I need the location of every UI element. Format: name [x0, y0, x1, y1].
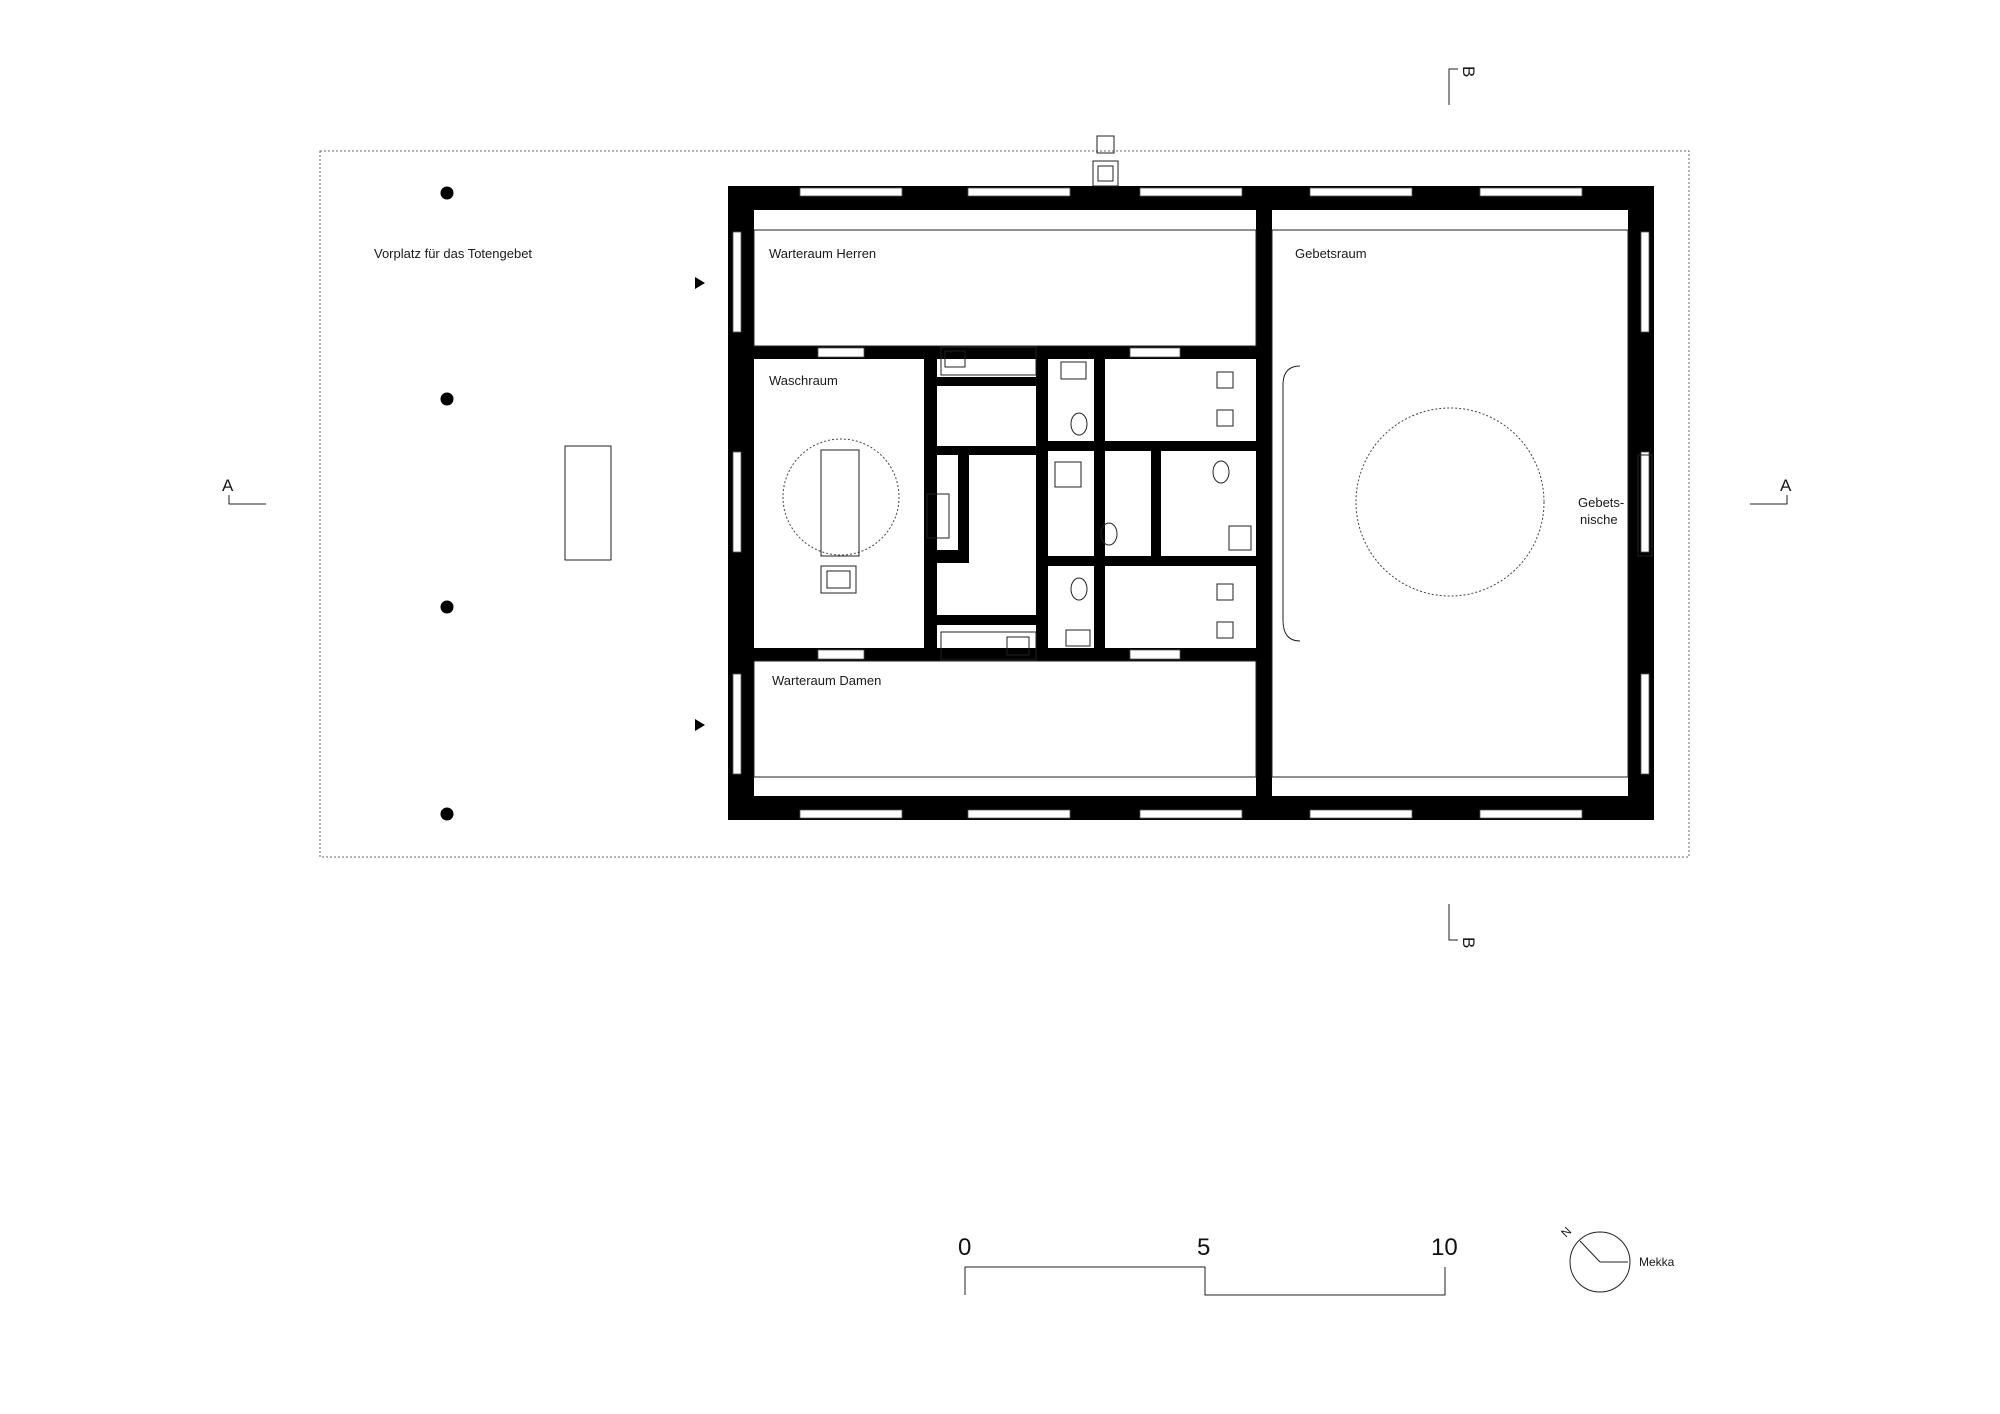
sink-2 [940, 631, 1037, 661]
entrance-arrow-damen-icon [695, 719, 705, 731]
scale-label-10: 10 [1431, 1234, 1458, 1261]
section-marker-b-top: B [1448, 66, 1478, 105]
sq-3 [1216, 583, 1234, 601]
scale-bar: 0 5 10 [958, 1234, 1458, 1296]
sq-1 [1216, 371, 1234, 389]
entrance-arrow-herren-icon [695, 277, 705, 289]
toilets [1054, 361, 1252, 647]
vent-inner [1097, 165, 1114, 182]
internal-openings [817, 347, 1181, 660]
label-gebetsnische-2: nische [1580, 512, 1618, 527]
windows-top [799, 187, 1583, 197]
section-b-top-label: B [1459, 66, 1478, 77]
column-1 [440, 186, 454, 200]
wc-basin-2 [1054, 461, 1082, 488]
scale-label-0: 0 [958, 1234, 971, 1261]
wash-basin-inner [826, 570, 851, 589]
wc-2 [1100, 522, 1118, 546]
section-marker-a-left: A [222, 476, 266, 505]
section-b-bottom-label: B [1459, 937, 1478, 948]
sink-2-inner [1006, 636, 1030, 656]
label-gebetsnische-1: Gebets- [1578, 495, 1624, 510]
vent-top [1096, 135, 1115, 154]
windows-bottom [799, 809, 1583, 819]
windows-left [732, 231, 742, 775]
section-marker-b-bottom: B [1448, 904, 1478, 948]
windows-right [1640, 231, 1650, 775]
section-a-right-label: A [1780, 476, 1792, 495]
minbar-outline [1282, 365, 1301, 642]
compass-icon: N Mekka [1558, 1224, 1675, 1293]
forecourt-columns [440, 186, 454, 821]
gebetsraum-circle [1355, 407, 1545, 597]
column-3 [440, 600, 454, 614]
compass-mecca-label: Mekka [1639, 1255, 1675, 1269]
sq-2 [1216, 409, 1234, 427]
compass-north-label: N [1558, 1224, 1574, 1240]
site-boundary [319, 150, 1690, 858]
shelf [926, 493, 950, 539]
gebetsnische-recess [1637, 454, 1653, 557]
section-a-left-label: A [222, 476, 234, 495]
scale-label-5: 5 [1197, 1234, 1210, 1261]
waschraum-circle [782, 438, 900, 556]
section-marker-a-right: A [1750, 476, 1792, 505]
bier-table [564, 445, 612, 561]
wc-4 [1070, 577, 1088, 601]
label-waschraum: Waschraum [769, 373, 838, 388]
building-walls [728, 186, 1654, 820]
wc-basin-3 [1228, 525, 1252, 551]
gebetsraum-outline [1271, 229, 1629, 778]
washing-table [820, 449, 860, 557]
vent-outer [1092, 160, 1119, 187]
wc-basin-4 [1065, 629, 1091, 647]
sq-4 [1216, 621, 1234, 639]
sink-1-inner [944, 350, 966, 368]
wc-1 [1070, 412, 1088, 436]
warteraum-herren-outline [753, 229, 1257, 347]
wc-3 [1212, 460, 1230, 484]
warteraum-damen-outline [753, 660, 1257, 778]
column-2 [440, 392, 454, 406]
wc-basin-1 [1060, 361, 1087, 380]
label-vorplatz: Vorplatz für das Totengebet [374, 246, 532, 261]
label-warteraum-damen: Warteraum Damen [772, 673, 881, 688]
wash-basin-outer [820, 565, 857, 594]
label-gebetsraum: Gebetsraum [1295, 246, 1367, 261]
sink-1 [940, 346, 1037, 376]
label-warteraum-herren: Warteraum Herren [769, 246, 876, 261]
column-4 [440, 807, 454, 821]
